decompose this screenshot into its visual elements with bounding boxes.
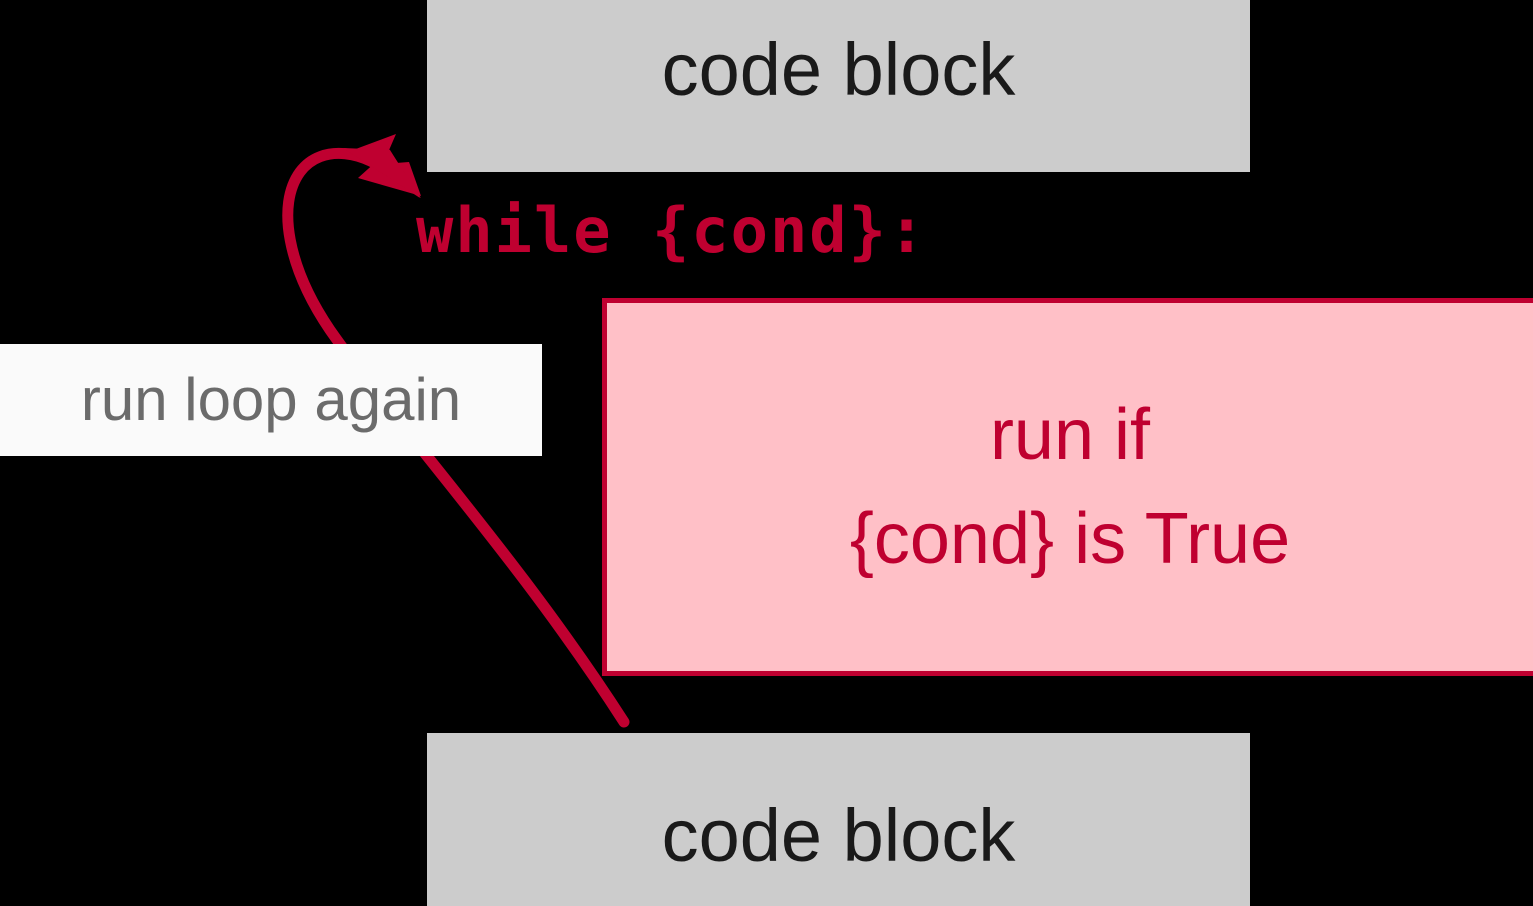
loop-body-block: run if {cond} is True (602, 298, 1533, 676)
code-block-top-label: code block (661, 28, 1016, 111)
code-block-bottom: code block (427, 733, 1250, 906)
loop-body-line-1: run if (989, 394, 1151, 475)
loop-body-line-2: {cond} is True (849, 499, 1291, 579)
loop-back-arrow-head-fill (344, 149, 420, 197)
loop-back-arrow-head-shape (342, 147, 421, 198)
code-block-bottom-label: code block (661, 793, 1016, 877)
loop-back-arrow-head-body (343, 148, 420, 198)
loop-annotation-text: run loop again (80, 366, 462, 433)
code-block-top: code block (427, 0, 1250, 172)
while-statement-header: while {cond}: (416, 194, 928, 267)
loop-back-arrow-head (345, 134, 421, 196)
loop-annotation-label: run loop again (0, 344, 542, 456)
